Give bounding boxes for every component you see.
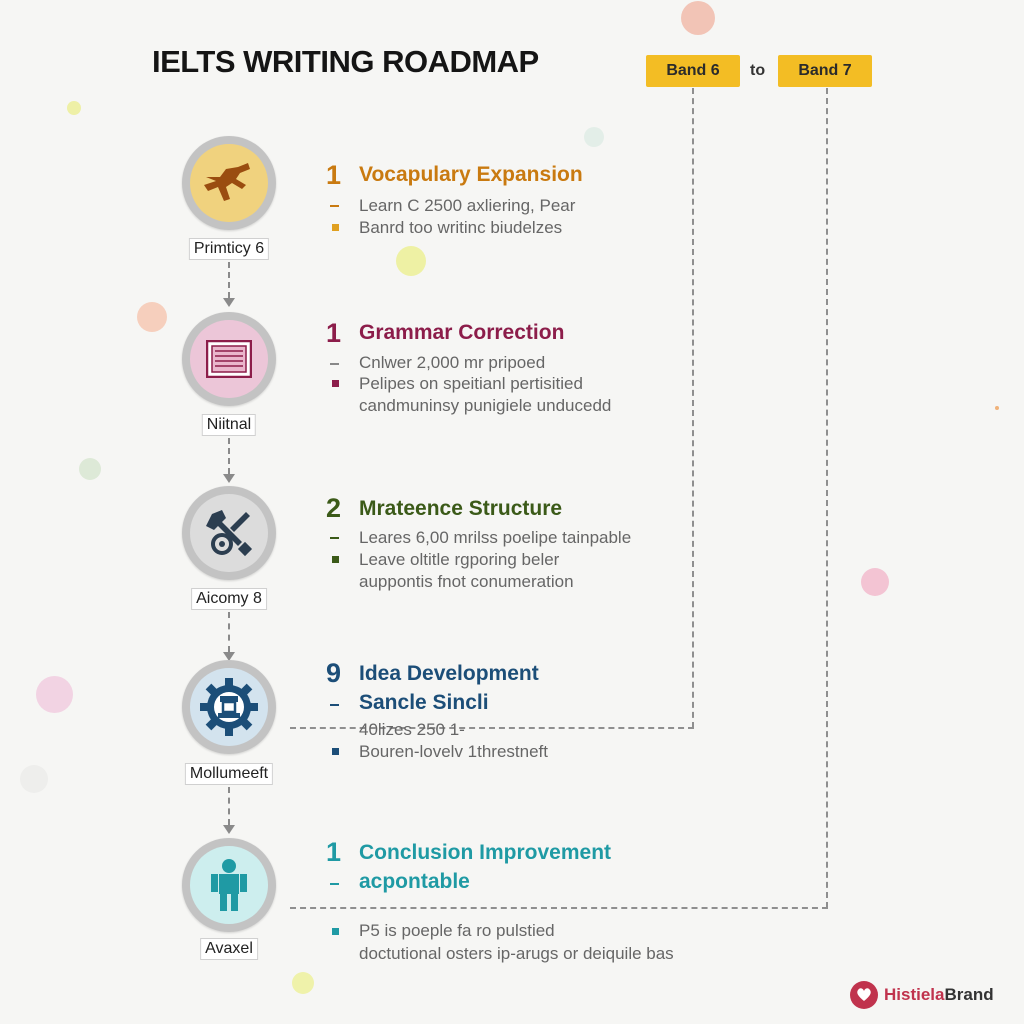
stage-4-node-label: Mollumeeft [184,763,274,785]
stage-3-title: Mrateence Structure [359,497,563,520]
band-connector-label: to [750,62,766,79]
tools-icon [206,510,253,557]
decor-dot [20,765,48,793]
stage-4-dash-marker [330,704,339,706]
stage-5-subtitle: acpontable [359,870,470,893]
brand-name-bold: Brand [944,985,994,1004]
decor-dot [36,676,73,713]
stage-5-dash-marker [330,883,339,885]
stage-1-bullet-marker [332,224,339,231]
stage-5-node [182,838,276,932]
brand-logo-icon [850,981,878,1009]
person-icon [211,859,247,911]
stage-4-node [182,660,276,754]
stage-2-line-2: Pelipes on speitianl pertisitied [359,374,583,393]
stage-4-bullet-marker [332,748,339,755]
stage-1-title: Vocapulary Expansion [359,163,583,186]
running-figure-icon [204,163,250,201]
stage-4-number: 9 [326,658,342,688]
stage-2-bullet-marker [332,380,339,387]
page-title: IELTS WRITING ROADMAP [152,44,539,79]
stage-4-title: Idea Development [359,662,539,685]
stage-3-bullet-marker [332,556,339,563]
stage-2-dash-marker [330,363,339,365]
stage-5-line-2: doctutional osters ip-arugs or deiquile … [359,944,674,963]
decor-dot [292,972,314,994]
band7-connector-line [826,88,828,908]
decor-dot [681,1,715,35]
stage-4-line-2: Bouren-lovelv 1threstneft [359,742,548,761]
brand-name: HistielaBrand [884,985,994,1005]
decor-dot [861,568,889,596]
stage-2-number: 1 [326,318,342,348]
stage-2-title: Grammar Correction [359,321,565,344]
stage-2-line-1: Cnlwer 2,000 mr pripoed [359,353,546,372]
stage-3-line-2: Leave oltitle rgporing beler [359,550,560,569]
stage-1-line-1: Learn C 2500 axliering, Pear [359,196,576,215]
stage-2-line-3: candmuninsy punigiele unducedd [359,396,612,415]
gear-icon [200,678,258,736]
brand-logo: HistielaBrand [850,981,994,1009]
stage-3-node [182,486,276,580]
stage-2-node-label: Niitnal [201,414,257,436]
stage-3-dash-marker [330,537,339,539]
band6-connector-branch [290,727,694,729]
stage-3-node-label: Aicomy 8 [191,588,267,610]
decor-dot [79,458,101,480]
stage-5-number: 1 [326,837,342,867]
decor-dot [396,246,426,276]
stage-3-line-3: auppontis fnot conumeration [359,572,574,591]
band-start-badge: Band 6 [646,55,740,87]
stage-5-node-label: Avaxel [200,938,258,960]
stage-5-bullet-marker [332,928,339,935]
stage-1-node [182,136,276,230]
stage-4-line-1: 40lizes 250 1- [359,720,465,739]
stage-1-line-2: Banrd too writinc biudelzes [359,218,563,237]
stage-1-number: 1 [326,160,342,190]
decor-dot [67,101,81,115]
brand-name-part: Histiela [884,985,945,1004]
band6-connector-line [692,88,694,728]
stage-1-dash-marker [330,205,339,207]
band-end-badge: Band 7 [778,55,872,87]
band7-connector-branch [290,907,828,909]
decor-dot [584,127,604,147]
decor-dot [137,302,167,332]
stage-4-subtitle: Sancle Sincli [359,691,489,714]
stage-2-node [182,312,276,406]
stage-1-node-label: Primticy 6 [188,238,270,260]
stage-5-line-1: P5 is poeple fa ro pulstied [359,921,555,940]
decor-dot [995,406,999,410]
stage-3-line-1: Leares 6,00 mrilss poelipe tainpable [359,528,632,547]
stage-5-title: Conclusion Improvement [359,841,612,864]
stage-3-number: 2 [326,493,342,523]
document-icon [206,340,252,378]
